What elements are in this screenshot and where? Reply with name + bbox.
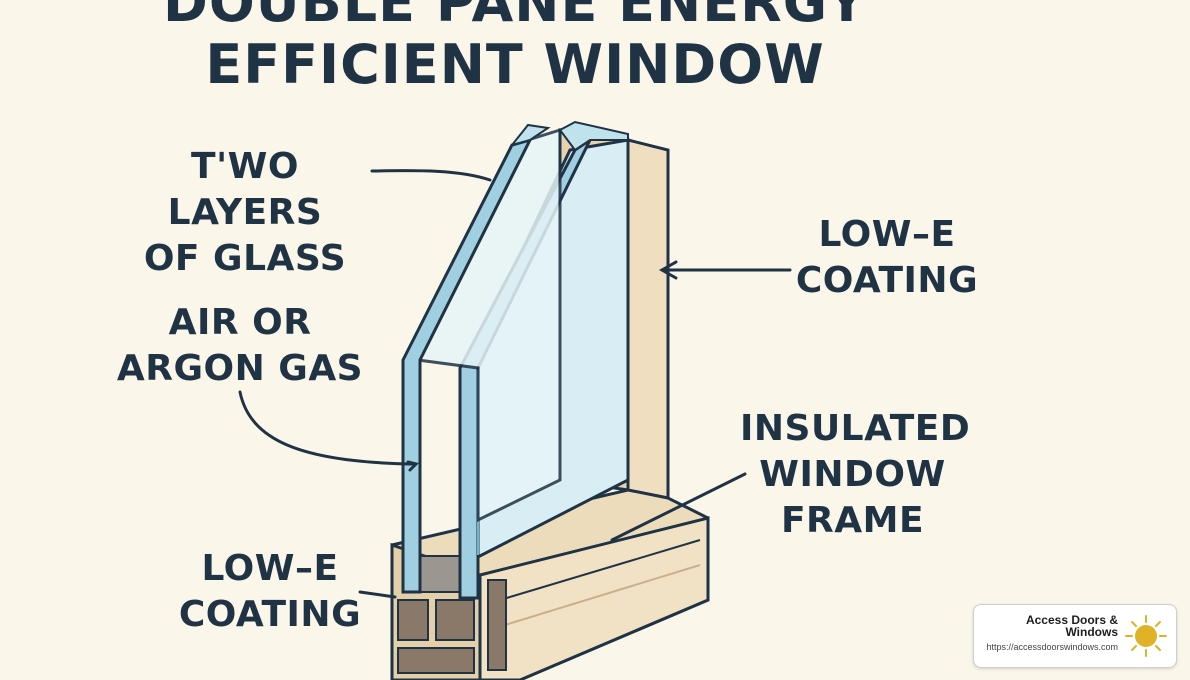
callout-frame-line-3: FRAME (780, 500, 925, 541)
callout-gas-line-1: AIR OR (168, 302, 312, 343)
brand-url[interactable]: https://accessdoorswindows.com (986, 642, 1118, 652)
brand-badge[interactable]: Access Doors & Windows https://accessdoo… (973, 604, 1177, 668)
sun-icon (1125, 615, 1167, 657)
callout-glass-line-2: OF GLASS (143, 238, 347, 279)
brand-name: Access Doors & Windows (1025, 613, 1118, 639)
callout-two-layers-of-glass: T'WO LAYERS OF GLASS (110, 144, 380, 282)
leader-lines (238, 169, 792, 599)
callout-lowe-left-line-2: COATING (178, 594, 362, 635)
callout-frame-line-2: WINDOW (759, 454, 946, 495)
outer-glass-pane (401, 120, 629, 594)
callout-air-or-argon-gas: AIR OR ARGON GAS (110, 300, 370, 392)
callout-gas-line-2: ARGON GAS (116, 348, 364, 389)
callout-frame-line-1: INSULATED (740, 408, 971, 449)
callout-low-e-coating-left: LOW–E COATING (170, 546, 370, 638)
title-line-1: DOUBLE PANE ENERGY (163, 0, 867, 34)
title-line-2: EFFICIENT WINDOW (205, 33, 825, 96)
callout-low-e-coating-right: LOW–E COATING (792, 212, 982, 304)
callout-insulated-window-frame: INSULATED WINDOW FRAME (740, 406, 971, 544)
callout-lowe-right-line-2: COATING (795, 260, 979, 301)
callout-glass-line-1: T'WO LAYERS (167, 146, 323, 233)
callout-lowe-left-line-1: LOW–E (201, 548, 339, 589)
callout-lowe-right-line-1: LOW–E (818, 214, 956, 255)
